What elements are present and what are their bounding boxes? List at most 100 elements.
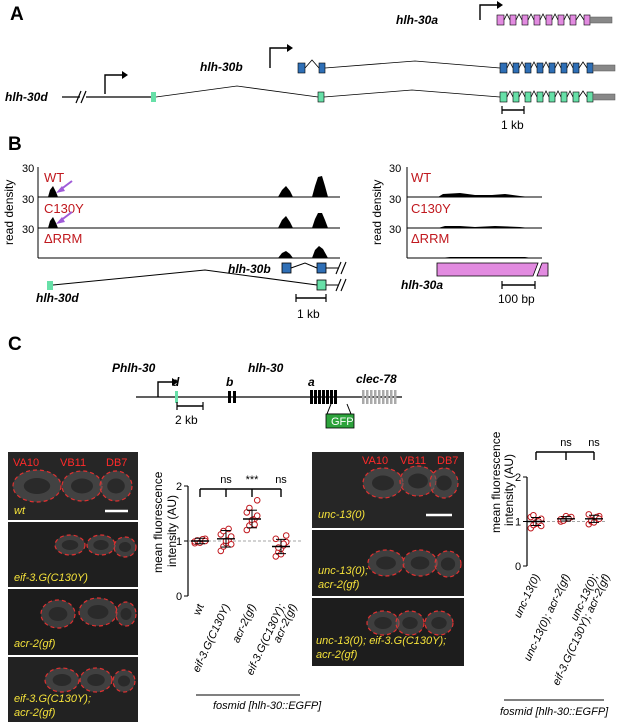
- cell-nucleus: [440, 557, 456, 571]
- cell-nucleus: [120, 608, 132, 620]
- promoter-arrow-d: [104, 74, 122, 94]
- coverage-peak: [312, 176, 328, 197]
- cell-nucleus: [402, 617, 418, 629]
- genotype-label-triple-1: unc-13(0); eif-3.G(C130Y);: [316, 635, 446, 647]
- exon-b-c: [233, 391, 236, 403]
- cell-nucleus: [118, 542, 132, 552]
- genotype-label-triple-2: acr-2(gf): [316, 649, 358, 661]
- exon: [330, 390, 333, 404]
- cell-outline: [424, 610, 454, 636]
- exon-track-d: [151, 85, 616, 103]
- exon: [557, 14, 565, 26]
- track-label-wt-right: WT: [411, 170, 431, 185]
- intron-line: [506, 90, 514, 98]
- cell-label-vb11-r: VB11: [400, 455, 426, 467]
- exon: [326, 390, 329, 404]
- cell-outlines-right: [362, 465, 462, 636]
- coverage-peak: [438, 193, 530, 197]
- intron-line: [578, 90, 588, 98]
- exon: [545, 14, 553, 26]
- genotype-label-acr2: acr-2(gf): [14, 638, 56, 650]
- scale-label-b-left: 1 kb: [297, 307, 320, 321]
- intron-line: [155, 85, 319, 98]
- exon: [586, 62, 594, 74]
- track-label-c130y-right: C130Y: [411, 201, 451, 216]
- gene-label-hlh-30b-b: hlh-30b: [228, 262, 271, 276]
- exon-green: [47, 281, 53, 290]
- y-tick-label: 2: [176, 481, 182, 493]
- cell-nucleus: [52, 674, 72, 686]
- cell-nucleus: [431, 617, 447, 629]
- gfp-insertion: [326, 403, 352, 415]
- intron-line: [551, 13, 559, 21]
- coverage-peak: [48, 186, 58, 197]
- track-label-c130y: C130Y: [44, 201, 84, 216]
- data-point: [253, 497, 261, 504]
- cell-nucleus: [376, 556, 396, 570]
- genotype-label-double-2: acr-2(gf): [14, 707, 56, 719]
- cell-nucleus: [61, 540, 79, 550]
- exon: [499, 62, 508, 74]
- y-tick-label: 2: [515, 472, 521, 484]
- exon-b-c: [228, 391, 231, 403]
- exon: [572, 91, 580, 103]
- significance-label: ns: [275, 474, 287, 486]
- exon: [509, 14, 517, 26]
- cell-outline: [44, 667, 80, 693]
- scale-label-b-right: 100 bp: [498, 292, 535, 306]
- cell-nucleus: [436, 475, 452, 491]
- significance-label: ***: [246, 474, 260, 486]
- intron-line: [527, 13, 535, 21]
- data-point: [275, 544, 282, 551]
- chart2-ylabel-1: mean fluorescence: [489, 431, 503, 533]
- exon: [390, 390, 393, 404]
- isoform-a-label: a: [308, 375, 315, 389]
- exon: [314, 390, 317, 404]
- exon: [334, 390, 337, 404]
- genotype-label-wt: wt: [14, 505, 26, 517]
- coverage-peak: [48, 217, 58, 228]
- genotype-label-unc13: unc-13(0): [318, 509, 365, 521]
- intron-line: [539, 13, 547, 21]
- chart1: 012ns***nswteif-3.G(C130Y)acr-2(gf)eif-3…: [176, 474, 302, 677]
- cell-outline: [395, 610, 425, 636]
- scale-label-a: 1 kb: [501, 118, 524, 132]
- intron-line: [503, 13, 511, 21]
- exon-track-b: [297, 59, 616, 74]
- read-density-label-left: read density: [2, 180, 16, 245]
- data-point: [280, 540, 287, 548]
- cell-nucleus: [410, 556, 430, 570]
- significance-label: ns: [220, 474, 232, 486]
- break-mark: [335, 278, 342, 292]
- cell-nucleus: [117, 675, 131, 687]
- exon: [533, 14, 541, 26]
- cell-outline: [54, 534, 86, 556]
- ymax-label: 30: [22, 224, 34, 236]
- cell-outline: [79, 667, 113, 693]
- gfp-box: [325, 413, 355, 429]
- exon: [297, 62, 306, 74]
- exon-d-c: [175, 391, 178, 403]
- panel-label-b: B: [8, 134, 22, 155]
- exon: [362, 390, 365, 404]
- gene-label-clec-78: clec-78: [356, 372, 397, 386]
- cell-nucleus: [48, 607, 68, 621]
- intron-line: [566, 61, 574, 69]
- fosmid-label-left: fosmid [hlh-30::EGFP]: [213, 700, 322, 712]
- utr: [589, 16, 613, 24]
- x-category-label: acr-2(gf): [230, 602, 258, 645]
- micrograph-acr2: [8, 589, 138, 655]
- x-category-label: wt: [191, 602, 207, 618]
- exon: [583, 14, 591, 26]
- cell-nucleus: [71, 478, 93, 494]
- intron-line: [518, 61, 526, 69]
- intron-line: [578, 61, 588, 69]
- gene-label-hlh-30b: hlh-30b: [200, 60, 243, 74]
- intron-line: [563, 13, 571, 21]
- gene-label-hlh-30d-b: hlh-30d: [36, 291, 79, 305]
- exon: [317, 91, 325, 103]
- exon: [370, 390, 373, 404]
- intron-line: [518, 90, 526, 98]
